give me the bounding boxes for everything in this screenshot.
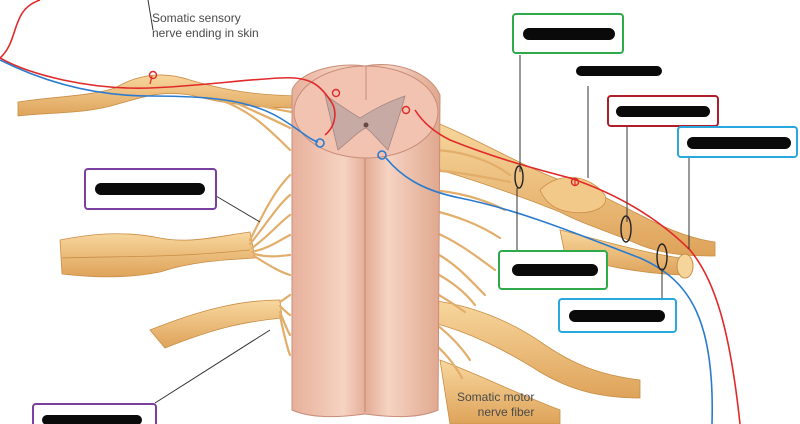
redacted-label — [42, 415, 142, 424]
left-rootlets — [218, 98, 294, 357]
sensory-fiber-ganglion — [149, 75, 153, 85]
redacted-label — [576, 66, 662, 76]
motor-fiber-right — [385, 157, 714, 424]
sensory-fiber-left — [0, 0, 336, 136]
spinal-cord — [291, 64, 441, 418]
right-lower-nerve — [429, 299, 641, 399]
sheath-ring-1 — [514, 165, 524, 189]
nerve-cut-end — [676, 253, 694, 279]
label-box-green-top — [512, 13, 624, 54]
label-box-blue-top — [677, 126, 798, 158]
sensory-synapse-right — [401, 105, 411, 115]
gray-matter — [324, 94, 406, 151]
right-bottom-nerve — [439, 359, 561, 424]
label-box-blue-bottom — [558, 298, 677, 333]
sheath-ring-2 — [620, 215, 632, 243]
label-unboxed-black — [576, 66, 666, 78]
label-box-red — [607, 95, 719, 127]
sensory-fiber-right — [414, 109, 741, 424]
redacted-label — [95, 183, 205, 195]
label-box-purple-bottom — [32, 403, 157, 424]
motor-cell-body-right — [377, 150, 387, 160]
left-ventral-nerve — [59, 231, 256, 278]
motor-cell-body-left — [315, 138, 325, 148]
label-box-purple-left — [84, 168, 217, 210]
motor-nerve-fiber-label: Somatic motor nerve fiber — [457, 390, 534, 420]
motor-label-line2: nerve fiber — [477, 405, 535, 419]
redacted-label — [512, 264, 598, 276]
central-canal — [363, 122, 369, 128]
left-bottom-nerve — [149, 299, 283, 349]
left-ventral-nerve-2 — [61, 249, 251, 259]
redacted-label — [523, 28, 615, 40]
sensory-cell-body-right — [570, 177, 580, 187]
sensory-nerve-ending-label: Somatic sensory nerve ending in skin — [152, 11, 259, 41]
motor-fiber-left — [0, 59, 319, 143]
redacted-label — [687, 137, 791, 149]
leader-lines — [147, 0, 690, 404]
redacted-label — [616, 106, 710, 117]
sensory-cell-body-left — [148, 70, 158, 80]
sensory-label-line1: Somatic sensory — [152, 11, 241, 25]
motor-label-line1: Somatic motor — [457, 390, 535, 404]
sensory-synapse-left — [331, 88, 341, 98]
sensory-label-line2: nerve ending in skin — [152, 26, 259, 40]
redacted-label — [569, 310, 665, 322]
label-box-green-bottom — [498, 250, 608, 290]
